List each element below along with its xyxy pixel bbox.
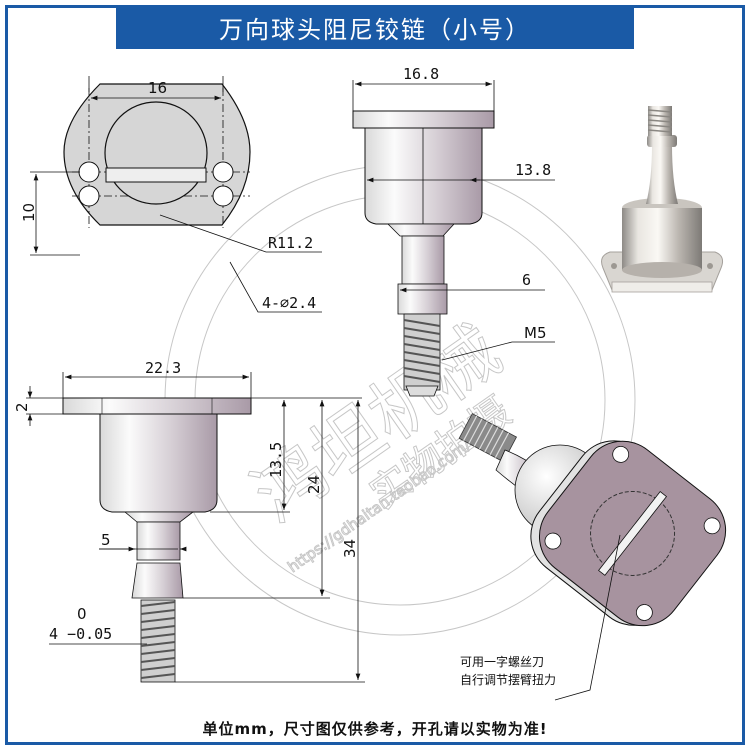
dim-16: 16 — [148, 79, 167, 97]
dim-13-5: 13.5 — [267, 442, 285, 478]
dim-m5: M5 — [524, 324, 547, 342]
iso-note-line2: 自行调节摆臂扭力 — [460, 673, 556, 687]
footer-note: 单位mm，尺寸图仅供参考，开孔请以实物为准! — [202, 720, 548, 738]
dim-34: 34 — [341, 539, 359, 558]
dim-16-8: 16.8 — [403, 65, 439, 83]
dim-22-3: 22.3 — [145, 359, 181, 377]
dim-4-holes: 4-∅2.4 — [262, 294, 316, 312]
side-view: 22.3 2 13.5 24 34 5 0 4 −0.05 — [13, 359, 365, 683]
iso-view: 可用一字螺丝刀 自行调节摆臂扭力 — [458, 413, 727, 701]
top-view: 16 10 R11.2 4-∅2.4 — [20, 76, 322, 313]
thread-m5 — [403, 313, 441, 397]
front-view: 16.8 13.8 6 M5 — [352, 65, 555, 397]
dim-tol-main: 4 −0.05 — [49, 625, 112, 643]
dim-2: 2 — [13, 402, 31, 412]
dim-6: 6 — [522, 271, 531, 289]
title-bar: 万向球头阻尼铰链（小号） — [116, 5, 634, 49]
dim-tol-upper: 0 — [77, 605, 87, 623]
dim-r11-2: R11.2 — [268, 234, 313, 252]
product-photo — [601, 106, 723, 293]
dim-10: 10 — [20, 203, 38, 222]
iso-note-line1: 可用一字螺丝刀 — [460, 654, 544, 669]
page-title: 万向球头阻尼铰链（小号） — [219, 15, 531, 44]
dim-5: 5 — [101, 531, 111, 549]
dim-13-8: 13.8 — [515, 161, 551, 179]
dim-24: 24 — [305, 475, 323, 494]
